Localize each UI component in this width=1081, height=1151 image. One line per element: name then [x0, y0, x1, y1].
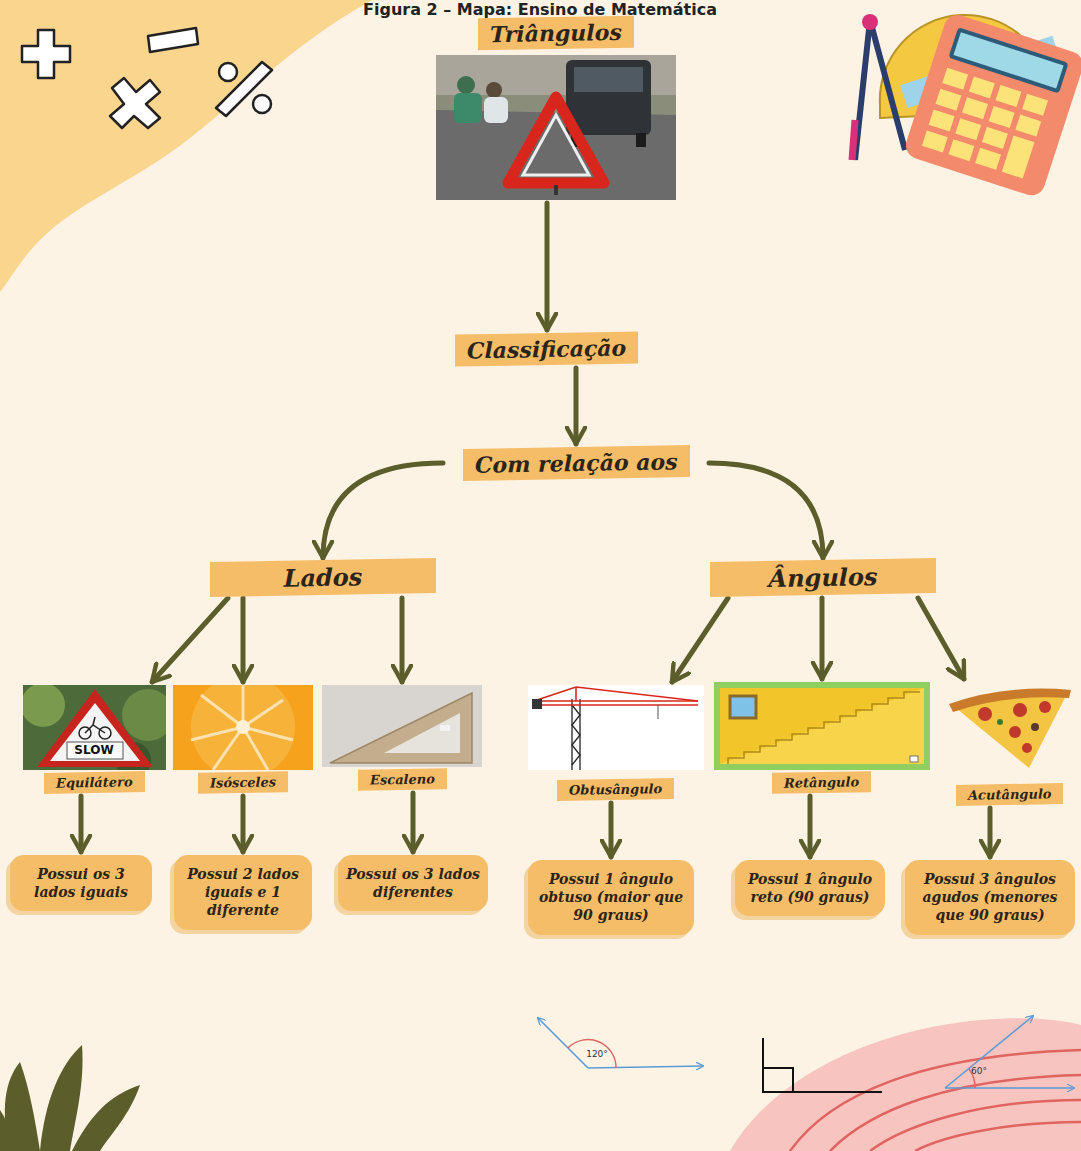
description-text: Possui os 3 lados diferentes — [338, 855, 488, 911]
label-band: Ângulos — [710, 560, 936, 595]
description-text: Possui 2 lados iguais e 1 diferente — [174, 855, 312, 930]
arrow-connector — [574, 368, 579, 444]
description-text: Possui 1 ângulo reto (90 graus) — [735, 860, 885, 916]
angle-value: 60° — [971, 1066, 987, 1076]
illustrated-label: Equilátero — [22, 685, 167, 793]
arrow-connector — [79, 796, 84, 852]
photo-illustration — [528, 685, 704, 777]
photo-illustration — [173, 685, 313, 770]
description-text: Possui 1 ângulo obtuso (maior que 90 gra… — [528, 860, 694, 935]
sign-text: SLOW — [74, 743, 113, 757]
label-text: Obtusângulo — [557, 778, 674, 801]
arrow-connector — [609, 803, 614, 857]
illustrated-label: Retângulo — [713, 682, 931, 793]
label-band: Classificação — [437, 333, 657, 365]
label-text: Isósceles — [198, 771, 288, 794]
label-text: Equilátero — [44, 771, 145, 794]
arrow-connector — [709, 463, 823, 558]
illustrated-label: Obtusângulo — [527, 685, 705, 800]
label-text: Acutângulo — [956, 783, 1063, 806]
description-box: Possui 1 ângulo reto (90 graus) — [735, 860, 885, 916]
description-box: Possui os 3 lados diferentes — [338, 855, 488, 911]
figure-title: Figura 2 – Mapa: Ensino de Matemática — [363, 0, 717, 19]
arrow-connector — [411, 793, 416, 852]
angle-value: 120° — [586, 1049, 608, 1059]
illustrated-label: Acutângulo — [944, 682, 1076, 805]
arrow-connector — [241, 796, 246, 852]
arrow-connector — [672, 598, 728, 682]
arrow-connector — [820, 598, 825, 679]
arrow-connector — [241, 598, 246, 682]
photo-illustration — [23, 685, 166, 770]
photo-illustration — [945, 682, 1075, 782]
label-band: Lados — [210, 560, 436, 595]
arrow-connector — [808, 796, 813, 857]
photo-illustration — [436, 55, 676, 200]
arrow-connector — [988, 808, 993, 857]
label-text: Ângulos — [710, 558, 936, 597]
arrow-connector — [918, 598, 964, 679]
illustrated-label: Escaleno — [321, 685, 483, 790]
label-text: Lados — [210, 558, 436, 597]
label-text: Com relação aos — [463, 445, 690, 481]
label-text: Classificação — [455, 331, 638, 366]
photo-illustration — [322, 685, 482, 767]
label-text: Triângulos — [478, 16, 634, 51]
label-band: Com relação aos — [445, 447, 707, 479]
illustrated-label: Triângulos — [430, 17, 682, 200]
description-text: Possui 3 ângulos agudos (menores que 90 … — [905, 860, 1075, 935]
label-text: Escaleno — [358, 768, 447, 791]
description-box: Possui 2 lados iguais e 1 diferente — [174, 855, 312, 930]
arrow-connector — [400, 598, 405, 682]
arrow-connector — [545, 203, 550, 330]
description-box: Possui os 3 lados iguais — [10, 855, 152, 911]
arrow-connector — [323, 463, 443, 558]
description-box: Possui 3 ângulos agudos (menores que 90 … — [905, 860, 1075, 935]
description-box: Possui 1 ângulo obtuso (maior que 90 gra… — [528, 860, 694, 935]
arrow-connector — [152, 598, 228, 682]
description-text: Possui os 3 lados iguais — [10, 855, 152, 911]
label-text: Retângulo — [772, 771, 871, 794]
illustrated-label: Isósceles — [172, 685, 314, 793]
photo-illustration — [714, 682, 930, 770]
